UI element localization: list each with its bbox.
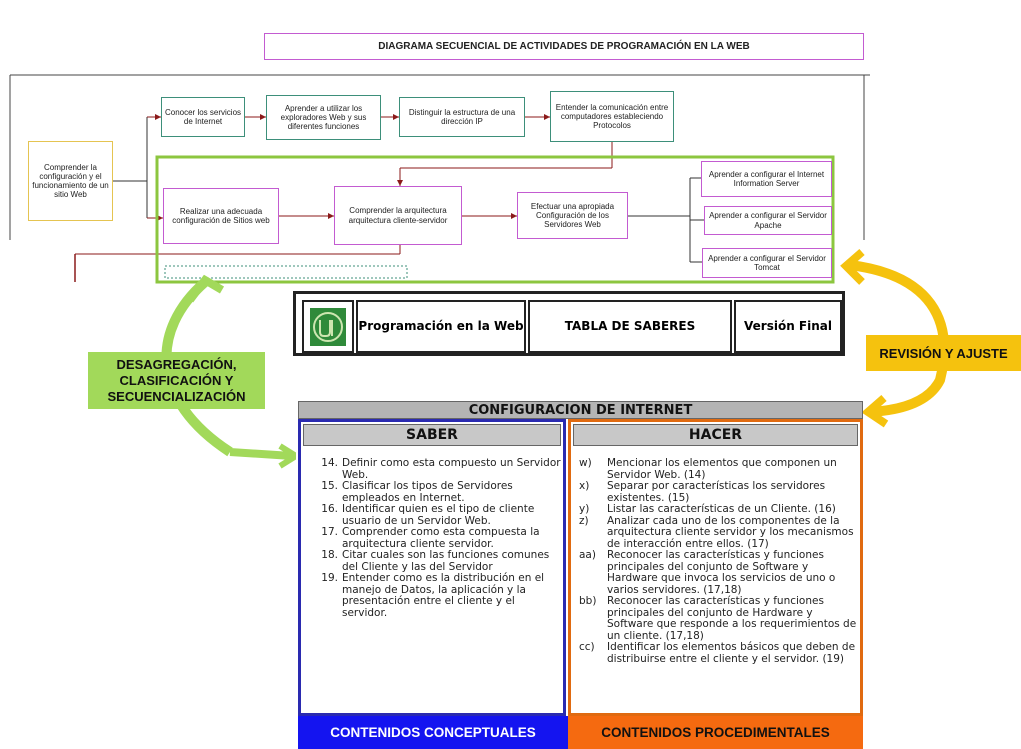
- list-item: 19. Entender como es la distribución en e…: [315, 572, 563, 619]
- item-number: 18.: [321, 549, 338, 561]
- saber-title: SABER: [303, 424, 561, 446]
- item-number: cc): [579, 641, 595, 653]
- node-tomcat: Aprender a configurar el Servidor Tomcat: [702, 248, 832, 278]
- item-text: Reconocer las características y funcione…: [607, 595, 857, 642]
- list-item: w) Mencionar los elementos que componen u…: [579, 457, 859, 481]
- list-item: 16. Identificar quien es el tipo de clien…: [315, 503, 563, 527]
- university-logo: [302, 300, 354, 353]
- item-number: 15.: [321, 480, 338, 492]
- list-item: aa) Reconocer las características y funci…: [579, 549, 859, 596]
- saber-column: SABER 14. Definir como esta compuesto un …: [298, 419, 566, 716]
- revision-ajuste-label: REVISIÓN Y AJUSTE: [866, 335, 1021, 371]
- item-number: bb): [579, 595, 597, 607]
- list-item: 15. Clasificar los tipos de Servidores em…: [315, 480, 563, 504]
- item-text: Comprender como esta compuesta la arquit…: [342, 526, 540, 550]
- diagram-title: DIAGRAMA SECUENCIAL DE ACTIVIDADES DE PR…: [264, 33, 864, 60]
- item-text: Citar cuales son las funciones comunes d…: [342, 549, 550, 573]
- hacer-title: HACER: [573, 424, 858, 446]
- item-text: Identificar los elementos básicos que de…: [607, 641, 856, 665]
- hacer-column: HACER w) Mencionar los elementos que comp…: [568, 419, 863, 716]
- item-number: y): [579, 503, 590, 515]
- item-text: Separar por características los servidor…: [607, 480, 826, 504]
- banner-subject: Programación en la Web: [356, 300, 526, 353]
- item-text: Identificar quien es el tipo de cliente …: [342, 503, 535, 527]
- item-text: Clasificar los tipos de Servidores emple…: [342, 480, 513, 504]
- item-number: 16.: [321, 503, 338, 515]
- node-conocer-servicios: Conocer los servicios de Internet: [161, 97, 245, 137]
- table-header: CONFIGURACION DE INTERNET: [298, 401, 863, 419]
- item-number: 19.: [321, 572, 338, 584]
- node-iis: Aprender a configurar el Internet Inform…: [701, 161, 832, 197]
- node-direccion-ip: Distinguir la estructura de una direcció…: [399, 97, 525, 137]
- banner-table-title: TABLA DE SABERES: [528, 300, 732, 353]
- footer-conceptuales: CONTENIDOS CONCEPTUALES: [298, 716, 568, 749]
- item-text: Analizar cada uno de los componentes de …: [607, 514, 854, 550]
- start-node: Comprender la configuración y el funcion…: [28, 141, 113, 221]
- item-text: Mencionar los elementos que componen un …: [607, 457, 837, 481]
- footer-procedimentales: CONTENIDOS PROCEDIMENTALES: [568, 716, 863, 749]
- list-item: y) Listar las características de un Clien…: [579, 503, 859, 516]
- item-number: w): [579, 457, 592, 469]
- list-item: bb) Reconocer las características y funci…: [579, 595, 859, 642]
- node-cliente-servidor: Comprender la arquitectura arquitectura …: [334, 186, 462, 245]
- ud-logo-icon: [310, 307, 346, 346]
- banner: Programación en la Web TABLA DE SABERES …: [293, 291, 845, 356]
- list-item: z) Analizar cada uno de los componentes d…: [579, 514, 859, 551]
- item-number: 17.: [321, 526, 338, 538]
- item-text: Entender como es la distribución en el m…: [342, 572, 545, 619]
- list-item: 17. Comprender como esta compuesta la arq…: [315, 526, 563, 550]
- item-text: Listar las características de un Cliente…: [607, 503, 836, 515]
- item-number: z): [579, 514, 589, 527]
- node-protocolos: Entender la comunicación entre computado…: [550, 91, 674, 142]
- list-item: cc) Identificar los elementos básicos que…: [579, 641, 859, 665]
- item-text: Reconocer las características y funcione…: [607, 549, 836, 596]
- banner-version: Versión Final: [734, 300, 842, 353]
- saber-list: 14. Definir como esta compuesto un Servid…: [315, 457, 563, 619]
- desagregacion-label: DESAGREGACIÓN, CLASIFICACIÓN Y SECUENCIA…: [88, 352, 265, 409]
- hacer-list: w) Mencionar los elementos que componen u…: [579, 457, 859, 665]
- item-number: 14.: [321, 457, 338, 469]
- list-item: 14. Definir como esta compuesto un Servid…: [315, 457, 563, 481]
- node-servidores-web: Efectuar una apropiada Configuración de …: [517, 192, 628, 239]
- item-number: x): [579, 480, 590, 492]
- node-configuracion-sitios: Realizar una adecuada configuración de S…: [163, 188, 279, 244]
- node-exploradores: Aprender a utilizar los exploradores Web…: [266, 95, 381, 140]
- item-number: aa): [579, 549, 596, 561]
- list-item: 18. Citar cuales son las funciones comune…: [315, 549, 563, 573]
- node-apache: Aprender a configurar el Servidor Apache: [704, 206, 832, 235]
- list-item: x) Separar por características los servid…: [579, 480, 859, 504]
- item-text: Definir como esta compuesto un Servidor …: [342, 457, 561, 481]
